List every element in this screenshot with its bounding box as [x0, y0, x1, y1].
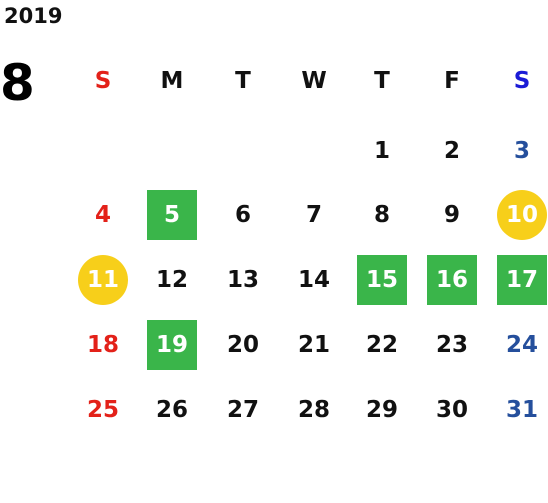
weekday-wednesday: W: [301, 68, 327, 94]
day-cell[interactable]: 3: [513, 138, 530, 164]
day-cell[interactable]: 1: [373, 138, 390, 164]
day-cell[interactable]: 23: [435, 332, 468, 358]
day-cell[interactable]: 7: [305, 202, 322, 228]
day-cell[interactable]: 20: [226, 332, 259, 358]
day-cell[interactable]: 4: [94, 202, 111, 228]
weekday-friday: F: [444, 68, 460, 94]
day-cell[interactable]: 27: [226, 397, 259, 423]
day-cell[interactable]: 10: [497, 190, 547, 240]
year-label: 2019: [4, 4, 63, 28]
day-cell[interactable]: 11: [78, 255, 128, 305]
day-cell[interactable]: 19: [147, 320, 197, 370]
day-cell[interactable]: 16: [427, 255, 477, 305]
day-cell[interactable]: 21: [297, 332, 330, 358]
weekday-saturday: S: [513, 68, 531, 94]
day-cell[interactable]: 25: [86, 397, 119, 423]
day-cell[interactable]: 5: [147, 190, 197, 240]
day-cell[interactable]: 29: [365, 397, 398, 423]
day-cell[interactable]: 18: [86, 332, 119, 358]
day-cell[interactable]: 26: [155, 397, 188, 423]
day-cell[interactable]: 8: [373, 202, 390, 228]
day-cell[interactable]: 31: [505, 397, 538, 423]
day-cell[interactable]: 15: [357, 255, 407, 305]
day-cell[interactable]: 9: [443, 202, 460, 228]
day-cell[interactable]: 2: [443, 138, 460, 164]
weekday-monday: M: [160, 68, 184, 94]
weekday-thursday: T: [374, 68, 390, 94]
day-cell[interactable]: 6: [234, 202, 251, 228]
day-cell[interactable]: 14: [297, 267, 330, 293]
weekday-sunday: S: [94, 68, 112, 94]
month-number: 8: [0, 54, 35, 112]
day-cell[interactable]: 28: [297, 397, 330, 423]
day-cell[interactable]: 12: [155, 267, 188, 293]
day-cell[interactable]: 22: [365, 332, 398, 358]
day-cell[interactable]: 17: [497, 255, 547, 305]
weekday-tuesday: T: [235, 68, 251, 94]
day-cell[interactable]: 24: [505, 332, 538, 358]
day-cell[interactable]: 13: [226, 267, 259, 293]
day-cell[interactable]: 30: [435, 397, 468, 423]
